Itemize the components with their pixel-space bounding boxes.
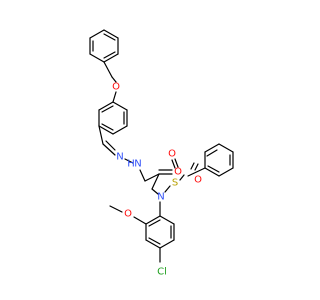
bond-lines — [89, 29, 234, 263]
molecule-structure: O N H N O N S O O O Cl — [89, 29, 234, 278]
bond — [148, 219, 161, 227]
bond — [112, 91, 117, 103]
bond — [109, 205, 123, 213]
bond — [151, 173, 160, 190]
bond — [171, 159, 176, 169]
bond — [139, 169, 146, 182]
ether-oxygen-label: O — [112, 82, 120, 93]
bond — [145, 215, 161, 225]
sulfur-label: S — [172, 178, 178, 189]
bond — [112, 125, 128, 135]
hydrazide-nitrogen-label: N — [134, 159, 141, 170]
methoxy-oxygen-label: O — [124, 209, 132, 220]
imine-nitrogen-label: N — [116, 152, 123, 163]
bond — [207, 165, 220, 173]
bond — [133, 216, 147, 225]
bond — [179, 174, 185, 181]
bond — [148, 237, 161, 245]
bond — [187, 167, 206, 177]
bond — [98, 101, 114, 111]
bond — [218, 143, 234, 153]
bond — [144, 173, 160, 182]
bond — [112, 101, 128, 111]
bond — [204, 167, 220, 177]
bond — [98, 125, 104, 145]
bond — [89, 29, 105, 39]
bond — [190, 162, 195, 170]
bond — [89, 53, 105, 63]
bond — [103, 29, 119, 39]
bond — [218, 167, 234, 177]
bond — [111, 76, 117, 83]
bond — [103, 51, 116, 59]
bond — [124, 158, 134, 164]
sulfonyl-oxygen-left-label: O — [168, 149, 176, 160]
sulfonyl-oxygen-right-label: O — [194, 175, 202, 186]
bond — [151, 188, 159, 195]
bond — [101, 123, 114, 131]
bond — [145, 239, 161, 249]
bond — [206, 149, 218, 157]
bond — [159, 239, 175, 249]
bond — [204, 143, 220, 153]
carbonyl-oxygen-label: O — [174, 167, 182, 178]
bond — [103, 61, 113, 78]
bond — [98, 125, 114, 135]
bond — [102, 143, 116, 156]
bond — [174, 158, 179, 168]
bond — [103, 33, 116, 41]
bond — [101, 105, 114, 113]
sulfonamide-nitrogen-label: N — [157, 192, 164, 203]
chlorine-label: Cl — [157, 267, 167, 278]
bond — [164, 185, 171, 193]
bond — [103, 53, 119, 63]
bond — [105, 140, 116, 151]
hydrazide-hydrogen-label: H — [127, 159, 135, 170]
atom-labels: O N H N O N S O O O Cl — [112, 82, 202, 278]
bond — [194, 163, 199, 171]
bond — [159, 215, 175, 225]
